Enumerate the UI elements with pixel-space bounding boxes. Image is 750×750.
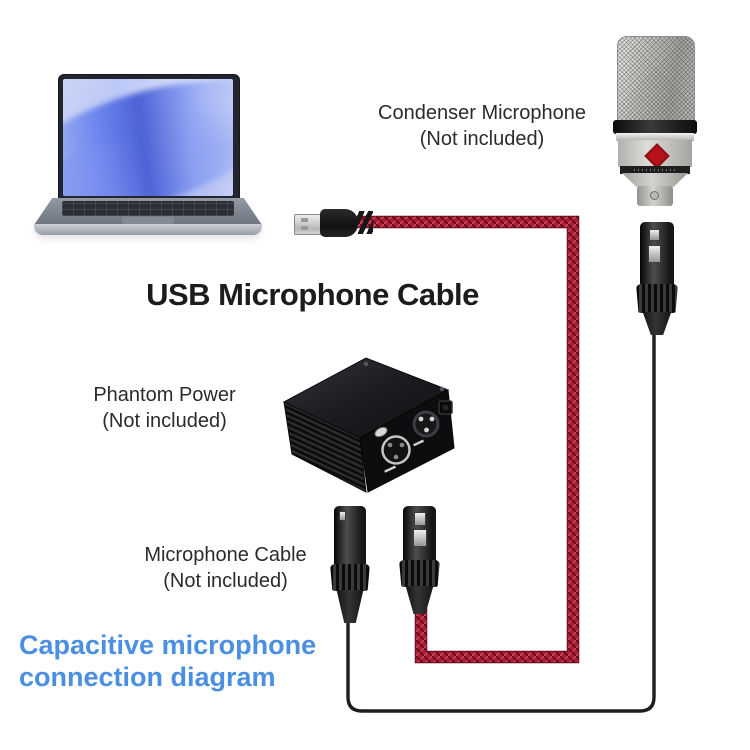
caption-line1: Capacitive microphone bbox=[19, 630, 317, 660]
pin bbox=[418, 416, 424, 422]
usb-metal-shell bbox=[294, 214, 323, 235]
condenser-microphone-label: Condenser Microphone (Not included) bbox=[372, 100, 592, 152]
laptop-front-edge bbox=[34, 224, 262, 235]
xlr-strain-relief bbox=[399, 560, 440, 587]
caption-line2: connection diagram bbox=[19, 661, 276, 692]
phantom-screw bbox=[439, 386, 445, 392]
port-label-mark bbox=[413, 439, 425, 447]
dc-jack-hole bbox=[442, 404, 449, 411]
laptop-trackpad bbox=[122, 217, 174, 224]
pin-hole bbox=[393, 454, 399, 460]
diagram-caption: Capacitive microphone connection diagram bbox=[19, 630, 349, 693]
usb-plug-housing bbox=[320, 209, 358, 237]
microphone-ring-silver bbox=[616, 133, 694, 141]
label-line1: Condenser Microphone bbox=[378, 102, 586, 124]
usb-shell-hole bbox=[301, 218, 308, 222]
black-microphone-cable bbox=[346, 330, 656, 713]
xlr-latch bbox=[648, 245, 661, 263]
xlr-output-port bbox=[412, 410, 440, 438]
microphone-label-band bbox=[620, 166, 690, 174]
phantom-screw bbox=[363, 361, 369, 367]
xlr-latch bbox=[649, 229, 660, 241]
xlr-pin-detail bbox=[339, 511, 346, 521]
usb-shell-hole bbox=[301, 226, 308, 230]
label-line2: (Not included) bbox=[419, 128, 545, 150]
pin-hole bbox=[399, 442, 405, 448]
label-line1: Phantom Power bbox=[93, 384, 236, 406]
phantom-power-supply bbox=[282, 357, 455, 493]
page-title: USB Microphone Cable bbox=[146, 277, 479, 312]
pin bbox=[424, 427, 429, 433]
laptop-keyboard bbox=[62, 201, 234, 216]
microphone-cable-label: Microphone Cable (Not included) bbox=[128, 542, 323, 594]
red-braided-usb-cable bbox=[357, 216, 579, 663]
phantom-power-label: Phantom Power (Not included) bbox=[72, 382, 257, 434]
xlr-boot bbox=[642, 312, 672, 335]
microphone-screw bbox=[650, 191, 659, 200]
xlr-strain-relief bbox=[330, 564, 370, 591]
xlr-latch bbox=[414, 512, 426, 526]
xlr-input-latch bbox=[374, 426, 388, 438]
xlr-input-port bbox=[381, 435, 411, 465]
label-line2: (Not included) bbox=[102, 410, 227, 432]
usb-strain-relief bbox=[356, 211, 373, 234]
pin-hole bbox=[387, 442, 393, 448]
label-line1: Microphone Cable bbox=[144, 544, 307, 566]
phantom-finned-side bbox=[283, 401, 367, 493]
xlr-strain-relief bbox=[636, 284, 678, 313]
port-label-mark bbox=[384, 465, 397, 473]
laptop-screen bbox=[63, 79, 233, 196]
label-line2: (Not included) bbox=[163, 570, 288, 592]
microphone-grille bbox=[617, 36, 695, 125]
microphone-taper bbox=[622, 173, 688, 187]
pin bbox=[429, 416, 435, 422]
microphone-ring bbox=[613, 120, 697, 134]
xlr-latch bbox=[413, 529, 427, 547]
